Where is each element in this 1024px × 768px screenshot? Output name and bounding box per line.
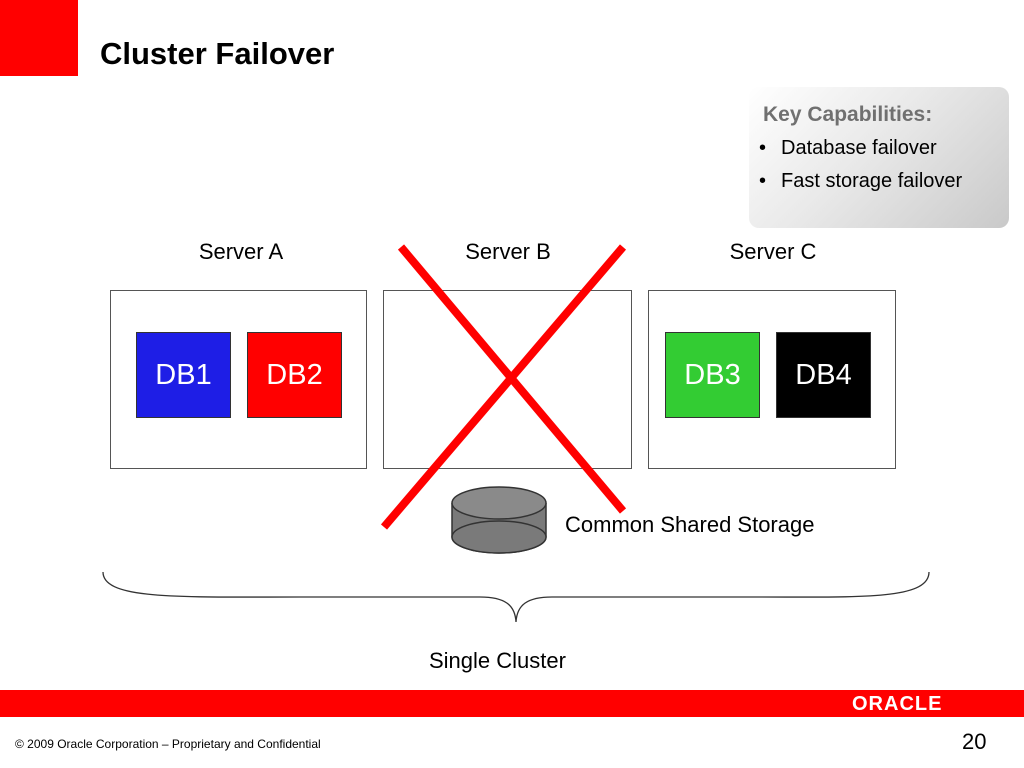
copyright-text: © 2009 Oracle Corporation – Proprietary … [15, 737, 321, 751]
capability-item: •Fast storage failover [759, 170, 963, 192]
db3-block: DB3 [665, 332, 760, 418]
oracle-logo: ORACLE [852, 693, 943, 715]
cluster-label: Single Cluster [429, 648, 566, 673]
key-capabilities-box: Key Capabilities: •Database failover •Fa… [749, 87, 1009, 228]
storage-label: Common Shared Storage [565, 512, 815, 537]
db2-block: DB2 [247, 332, 342, 418]
key-capabilities-heading: Key Capabilities: [763, 103, 933, 126]
server-a-label: Server A [198, 239, 284, 264]
db4-block: DB4 [776, 332, 871, 418]
storage-cylinder-icon [451, 486, 547, 554]
server-c-label: Server C [729, 239, 817, 264]
slide-title: Cluster Failover [100, 36, 335, 71]
page-number: 20 [962, 729, 987, 754]
footer-bar [0, 690, 1024, 717]
corner-accent [0, 0, 78, 76]
capability-item: •Database failover [759, 137, 937, 159]
cluster-brace [102, 571, 930, 623]
server-b-label: Server B [465, 239, 551, 264]
failure-x-mark [380, 244, 627, 530]
db1-block: DB1 [136, 332, 231, 418]
